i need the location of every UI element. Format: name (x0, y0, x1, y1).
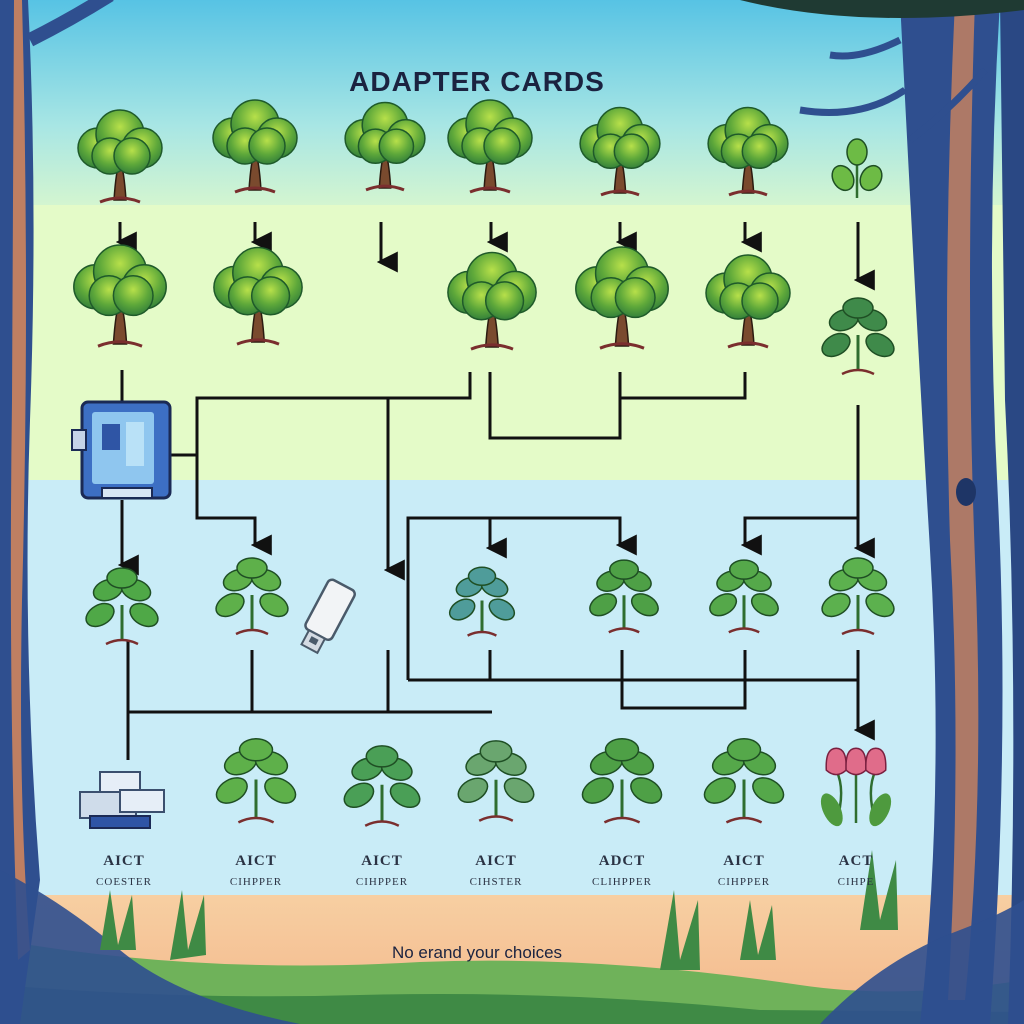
row3-leafy-plant-icon-2 (215, 557, 289, 636)
lower-band (0, 480, 1024, 900)
label-3-bottom: CIHPPER (356, 876, 408, 888)
connector-lines (115, 222, 875, 760)
row2-fern-icon-6 (821, 297, 895, 376)
label-1-top: AICT (103, 853, 145, 869)
row3-leafy-plant-icon-4 (448, 566, 516, 637)
row2-tree-icon-5 (705, 254, 791, 349)
label-2-top: AICT (235, 853, 277, 869)
row1-tree-icon-2 (212, 99, 298, 194)
label-3-top: AICT (361, 853, 403, 869)
label-2-bottom: CIHPPER (230, 876, 282, 888)
row3-leafy-plant-icon-1 (85, 567, 159, 646)
plant-icons (73, 99, 895, 827)
usb-connector-icon (300, 578, 356, 655)
row1-tree-icon-4 (447, 99, 533, 194)
label-6-top: AICT (723, 853, 765, 869)
footer-caption: No erand your choices (392, 943, 562, 962)
row1-sprout-icon-7 (831, 138, 883, 198)
diagram-title: ADAPTER CARDS (349, 66, 605, 97)
connector-stack-icon (79, 771, 165, 829)
row3-leafy-plant-icon-7 (821, 557, 895, 636)
row4-leafy-plant-icon-3 (343, 745, 421, 827)
label-5-bottom: CLIHPPER (592, 876, 652, 888)
row4-tulip-icon-7 (820, 747, 892, 827)
row4-labels: AICT COESTER AICT CIHPPER AICT CIHPPER A… (96, 853, 875, 888)
row4-leafy-plant-icon-5 (581, 738, 663, 824)
row2-tree-icon-3 (447, 251, 537, 351)
label-6-bottom: CIHPPER (718, 876, 770, 888)
label-1-bottom: COESTER (96, 876, 152, 888)
label-4-bottom: CIHSTER (470, 876, 523, 888)
row2-tree-icon-4 (575, 246, 669, 350)
fern-cluster (100, 850, 898, 970)
label-5-top: ADCT (599, 853, 646, 869)
label-4-top: AICT (475, 853, 517, 869)
row3-leafy-plant-icon-5 (589, 559, 659, 634)
row2-tree-icon-1 (73, 244, 167, 348)
row2-tree-icon-2 (213, 246, 303, 346)
row3-leafy-plant-icon-6 (709, 559, 779, 634)
row4-leafy-plant-icon-4 (457, 740, 535, 822)
row1-tree-icon-5 (579, 106, 661, 197)
row4-leafy-plant-icon-2 (215, 738, 297, 824)
row4-leafy-plant-icon-6 (703, 738, 785, 824)
label-7-bottom: CIHPE (838, 876, 875, 888)
row1-tree-icon-6 (707, 106, 789, 197)
row1-tree-icon-1 (77, 109, 163, 204)
adapter-card-icon (71, 400, 172, 500)
label-7-top: ACT (839, 853, 874, 869)
row1-tree-icon-3 (344, 101, 426, 192)
